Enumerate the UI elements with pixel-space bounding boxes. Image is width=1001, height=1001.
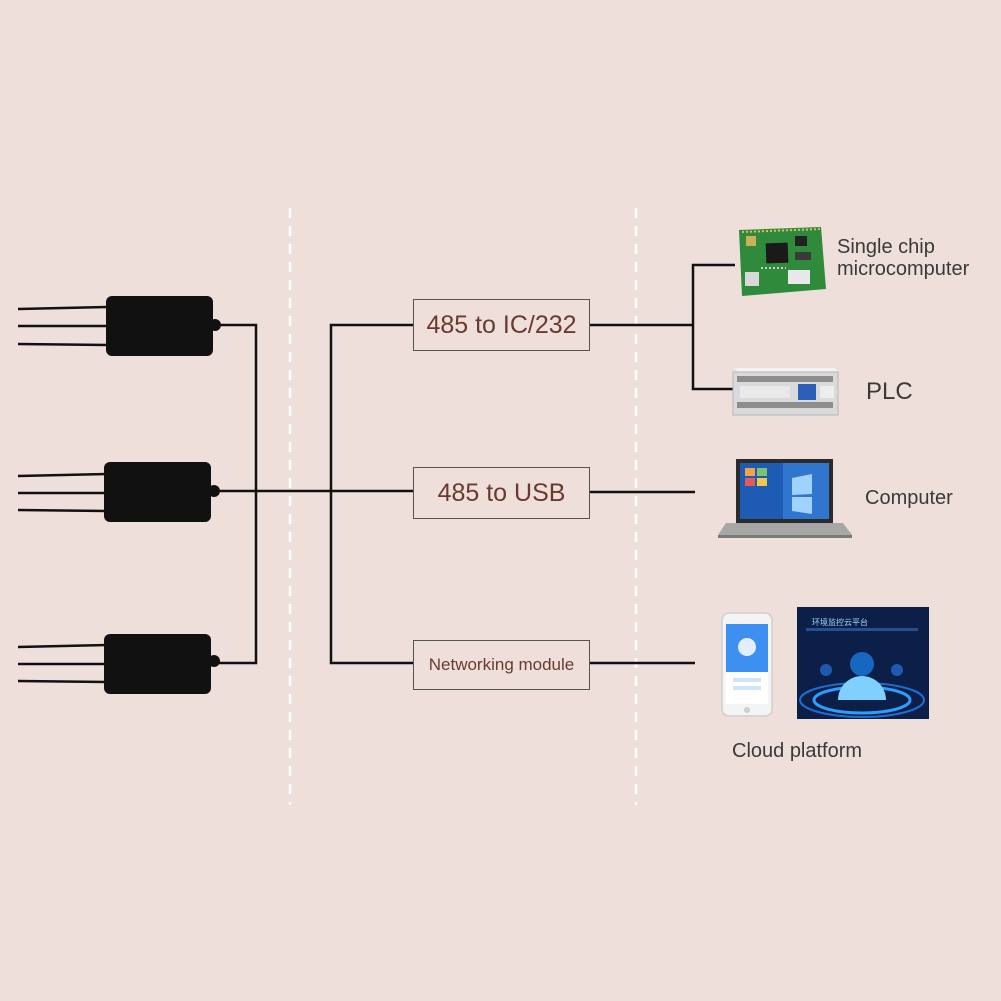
soil-sensor-2 (17, 462, 220, 522)
single-chip-label-line2: microcomputer (837, 258, 970, 280)
plc-label: PLC (866, 378, 913, 405)
sensor-bus (219, 323, 413, 665)
soil-sensor-1 (17, 296, 221, 356)
phone-icon (721, 612, 773, 717)
device-connectors (590, 263, 735, 665)
circuit-board-icon (739, 227, 826, 296)
plc-icon (732, 368, 839, 416)
cloud-screen-title: 环境监控云平台 (812, 618, 868, 627)
converter-485-to-usb: 485 to USB (413, 467, 590, 519)
computer-label: Computer (865, 487, 953, 509)
laptop-icon (718, 459, 852, 538)
networking-module-label: Networking module (428, 655, 575, 674)
single-chip-label-line1: Single chip (837, 236, 935, 258)
converter-485-to-ic232: 485 to IC/232 (413, 299, 590, 351)
cloud-screen-icon (797, 607, 929, 719)
converter-ic232-label: 485 to IC/232 (426, 310, 577, 339)
converter-usb-label: 485 to USB (437, 478, 566, 507)
networking-module: Networking module (413, 640, 590, 690)
cloud-platform-label: Cloud platform (732, 740, 863, 762)
soil-sensor-3 (17, 634, 220, 694)
